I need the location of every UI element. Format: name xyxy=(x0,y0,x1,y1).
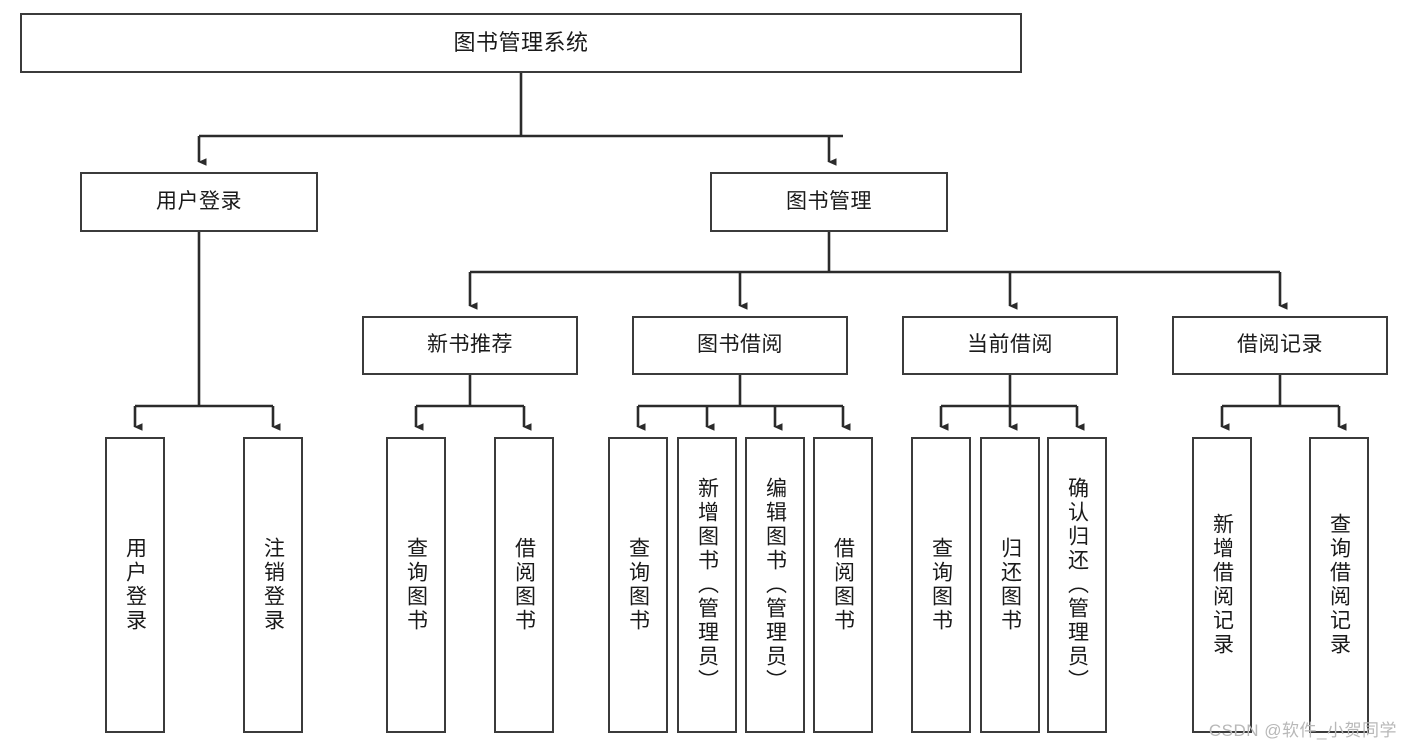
node-leaf-borrow-book-2-label: 借阅图书 xyxy=(831,537,855,633)
node-current-borrow[interactable]: 当前借阅 xyxy=(902,316,1118,375)
node-leaf-query-book-3[interactable]: 查询图书 xyxy=(911,437,971,733)
node-leaf-query-book-2[interactable]: 查询图书 xyxy=(608,437,668,733)
node-leaf-borrow-book-1-label: 借阅图书 xyxy=(512,537,536,633)
node-new-book-recommend-label: 新书推荐 xyxy=(427,333,513,357)
watermark-text: CSDN @软件_小贺同学 xyxy=(1208,721,1397,740)
node-leaf-user-login-label: 用户登录 xyxy=(123,537,147,633)
node-leaf-query-book-1[interactable]: 查询图书 xyxy=(386,437,446,733)
node-leaf-query-book-3-label: 查询图书 xyxy=(929,537,953,633)
node-leaf-return-book-label: 归还图书 xyxy=(998,537,1022,633)
node-leaf-add-record[interactable]: 新增借阅记录 xyxy=(1192,437,1252,733)
node-leaf-query-book-2-label: 查询图书 xyxy=(626,537,650,633)
node-root-system-label: 图书管理系统 xyxy=(453,30,589,56)
node-root-system[interactable]: 图书管理系统 xyxy=(20,13,1022,73)
node-book-manage[interactable]: 图书管理 xyxy=(710,172,948,232)
node-user-login[interactable]: 用户登录 xyxy=(80,172,318,232)
node-leaf-query-record-label: 查询借阅记录 xyxy=(1327,513,1351,657)
node-leaf-query-record[interactable]: 查询借阅记录 xyxy=(1309,437,1369,733)
node-leaf-confirm-return-label: 确认归还（管理员） xyxy=(1065,477,1089,693)
node-leaf-borrow-book-1[interactable]: 借阅图书 xyxy=(494,437,554,733)
node-borrow-record[interactable]: 借阅记录 xyxy=(1172,316,1388,375)
node-leaf-edit-book[interactable]: 编辑图书（管理员） xyxy=(745,437,805,733)
node-leaf-query-book-1-label: 查询图书 xyxy=(404,537,428,633)
node-leaf-user-login[interactable]: 用户登录 xyxy=(105,437,165,733)
node-user-login-label: 用户登录 xyxy=(156,189,242,213)
node-book-manage-label: 图书管理 xyxy=(786,189,872,213)
node-leaf-add-record-label: 新增借阅记录 xyxy=(1210,513,1234,657)
node-borrow-record-label: 借阅记录 xyxy=(1237,333,1323,357)
node-current-borrow-label: 当前借阅 xyxy=(967,333,1053,357)
node-leaf-borrow-book-2[interactable]: 借阅图书 xyxy=(813,437,873,733)
node-leaf-edit-book-label: 编辑图书（管理员） xyxy=(763,477,787,693)
node-leaf-return-book[interactable]: 归还图书 xyxy=(980,437,1040,733)
node-leaf-add-book-label: 新增图书（管理员） xyxy=(695,477,719,693)
node-leaf-confirm-return[interactable]: 确认归还（管理员） xyxy=(1047,437,1107,733)
node-leaf-logout-login[interactable]: 注销登录 xyxy=(243,437,303,733)
node-leaf-logout-login-label: 注销登录 xyxy=(261,537,285,633)
node-book-borrow-label: 图书借阅 xyxy=(697,333,783,357)
node-book-borrow[interactable]: 图书借阅 xyxy=(632,316,848,375)
node-new-book-recommend[interactable]: 新书推荐 xyxy=(362,316,578,375)
node-leaf-add-book[interactable]: 新增图书（管理员） xyxy=(677,437,737,733)
